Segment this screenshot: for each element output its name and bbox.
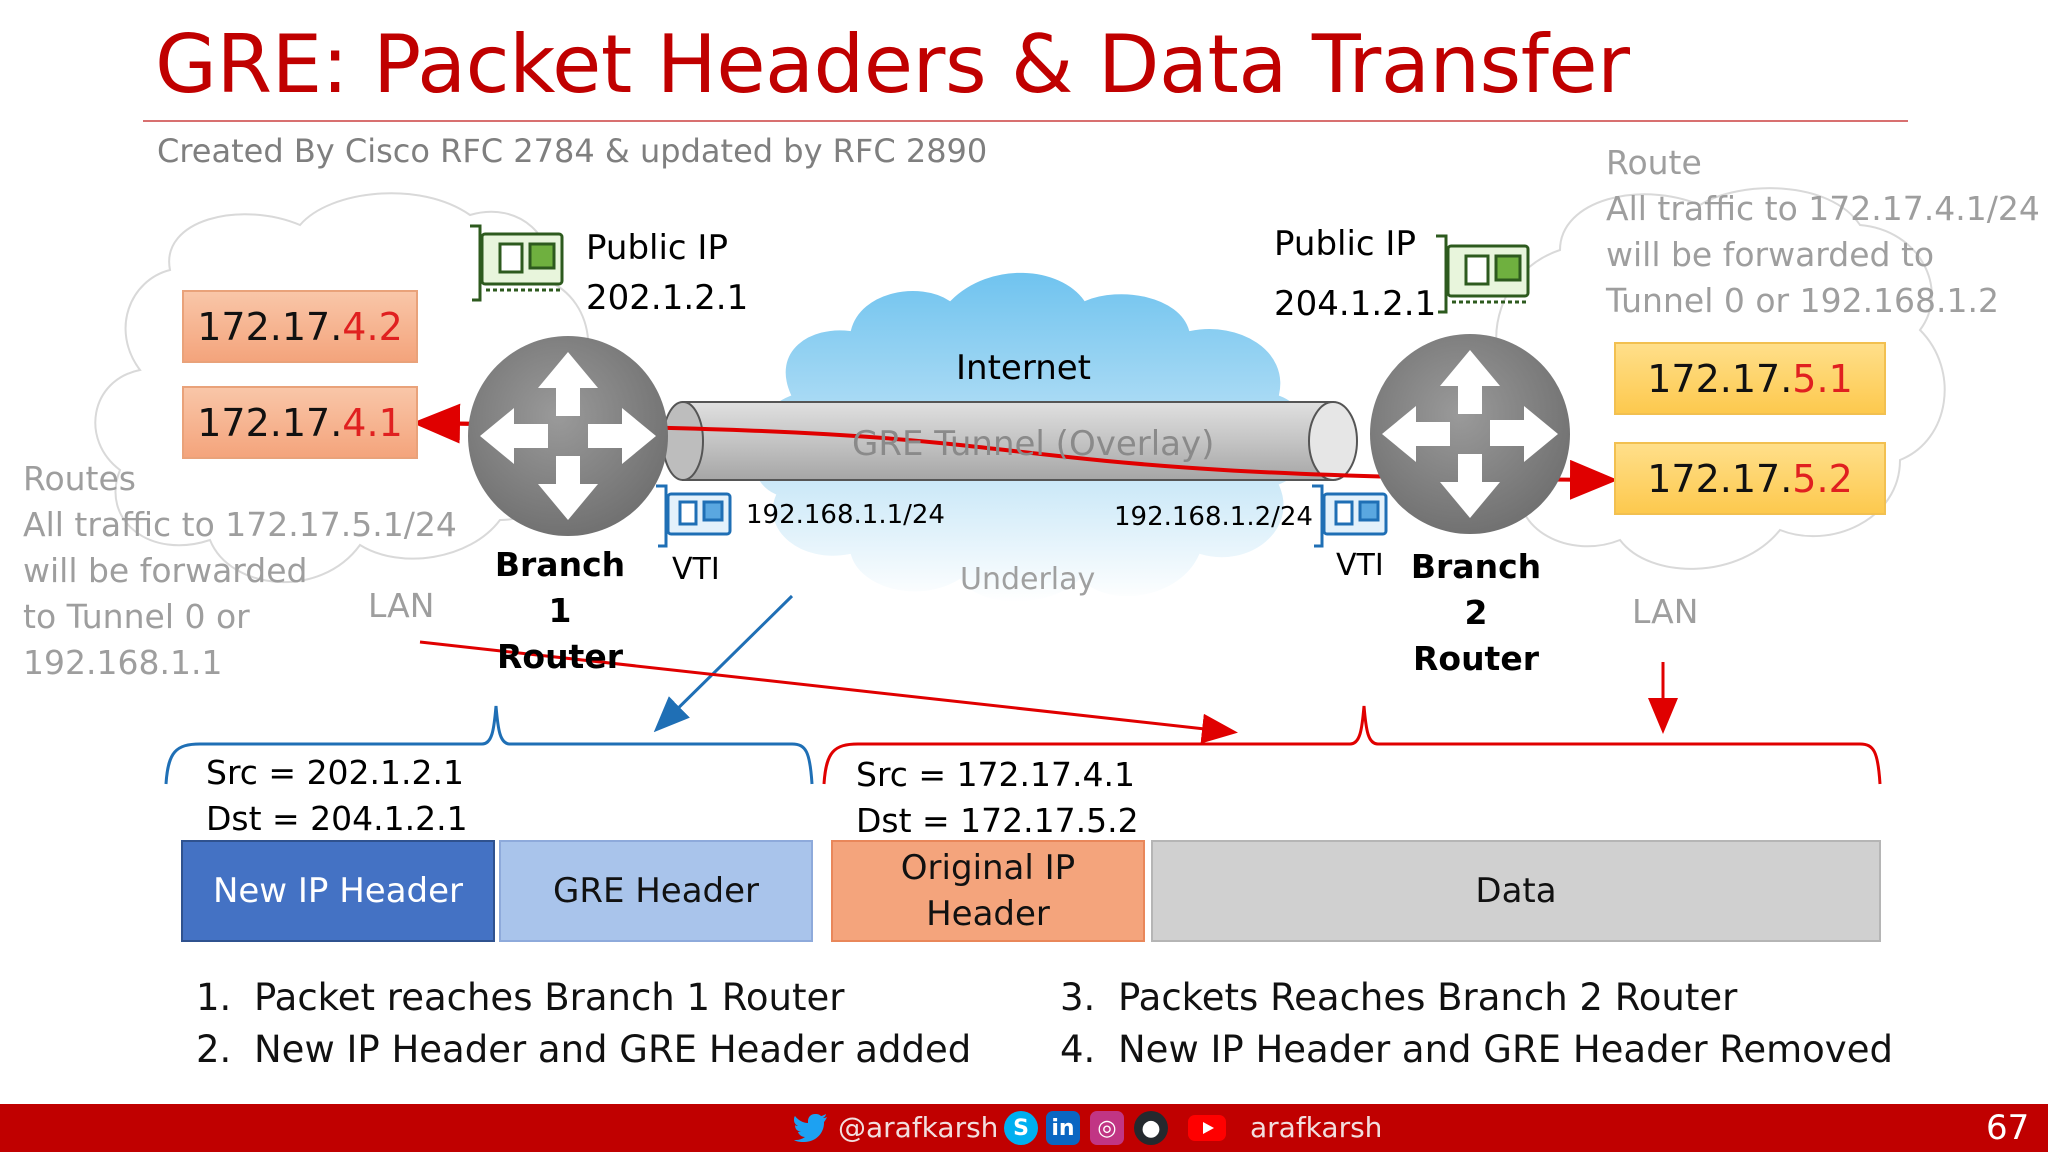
slide-subtitle: Created By Cisco RFC 2784 & updated by R…	[157, 132, 988, 170]
right-vti-label: VTI	[1336, 548, 1384, 583]
left-public-ip-label: Public IP	[586, 228, 728, 268]
youtube-icon[interactable]	[1188, 1115, 1226, 1141]
right-route-text: Route All traffic to 172.17.4.1/24 will …	[1606, 143, 2040, 320]
data-segment: Data	[1151, 840, 1881, 942]
branch1-router-icon	[468, 336, 668, 536]
red-pointer-arrow	[419, 640, 1238, 744]
github-icon[interactable]: ●	[1134, 1111, 1168, 1145]
left-public-ip: 202.1.2.1	[586, 278, 749, 318]
inner-header-addresses: Src = 172.17.4.1 Dst = 172.17.5.2	[856, 755, 1139, 840]
outer-header-addresses: Src = 202.1.2.1 Dst = 204.1.2.1	[206, 753, 468, 838]
branch2-router-icon	[1370, 334, 1570, 534]
left-tunnel-ip: 192.168.1.1/24	[746, 500, 945, 530]
nic-left-icon	[470, 224, 564, 302]
gre-tunnel	[662, 401, 1358, 481]
footer-twitter-handle: @arafkarsh	[838, 1111, 999, 1144]
underlay-label: Underlay	[960, 562, 1096, 597]
vti-left-icon	[656, 484, 732, 548]
nic-right-icon	[1436, 234, 1530, 314]
linkedin-icon[interactable]: in	[1046, 1111, 1080, 1145]
page-number: 67	[1986, 1108, 2030, 1148]
vti-right-icon	[1312, 484, 1388, 548]
gre-tunnel-label: GRE Tunnel (Overlay)	[852, 424, 1215, 464]
right-tunnel-ip: 192.168.1.2/24	[1114, 502, 1313, 532]
host-172-17-5-1: 172.17.5.1	[1614, 342, 1886, 415]
outer-brace	[164, 705, 814, 785]
branch1-router-label: Branch 1 Router	[494, 545, 626, 676]
original-ip-header-segment: Original IP Header	[831, 840, 1145, 942]
new-ip-header-segment: New IP Header	[181, 840, 495, 942]
slide-title: GRE: Packet Headers & Data Transfer	[155, 18, 1630, 111]
step-item: 4.New IP Header and GRE Header Removed	[1060, 1028, 1893, 1071]
internet-label: Internet	[956, 348, 1092, 388]
branch2-router-label: Branch 2 Router	[1410, 547, 1542, 678]
left-lan-cloud	[94, 192, 590, 584]
step-item: 3.Packets Reaches Branch 2 Router	[1060, 976, 1738, 1019]
right-lan-label: LAN	[1632, 592, 1699, 631]
steps-left-list: 1.Packet reaches Branch 1 Router 2.New I…	[196, 972, 971, 1076]
instagram-icon[interactable]: ◎	[1090, 1111, 1124, 1145]
left-lan-label: LAN	[368, 586, 435, 625]
footer-youtube-handle: arafkarsh	[1250, 1111, 1383, 1144]
step-item: 2.New IP Header and GRE Header added	[196, 1028, 972, 1071]
host-172-17-4-2: 172.17.4.2	[182, 290, 418, 363]
host-172-17-5-2: 172.17.5.2	[1614, 442, 1886, 515]
right-public-ip-label: Public IP	[1274, 224, 1416, 264]
step-item: 1.Packet reaches Branch 1 Router	[196, 976, 845, 1019]
twitter-icon[interactable]	[794, 1114, 828, 1142]
blue-pointer-arrow	[653, 594, 794, 733]
skype-icon[interactable]: S	[1004, 1111, 1038, 1145]
title-underline	[143, 120, 1908, 122]
left-routes-text: Routes All traffic to 172.17.5.1/24 will…	[23, 459, 457, 682]
left-vti-label: VTI	[672, 552, 720, 587]
right-public-ip: 204.1.2.1	[1274, 284, 1437, 324]
steps-right-list: 3.Packets Reaches Branch 2 Router 4.New …	[1060, 972, 1893, 1076]
inner-brace	[822, 705, 1882, 785]
gre-header-segment: GRE Header	[499, 840, 813, 942]
footer-bar: @arafkarsh S in ◎ ● arafkarsh 67	[0, 1104, 2048, 1152]
network-diagram	[94, 187, 1946, 785]
host-172-17-4-1: 172.17.4.1	[182, 386, 418, 459]
